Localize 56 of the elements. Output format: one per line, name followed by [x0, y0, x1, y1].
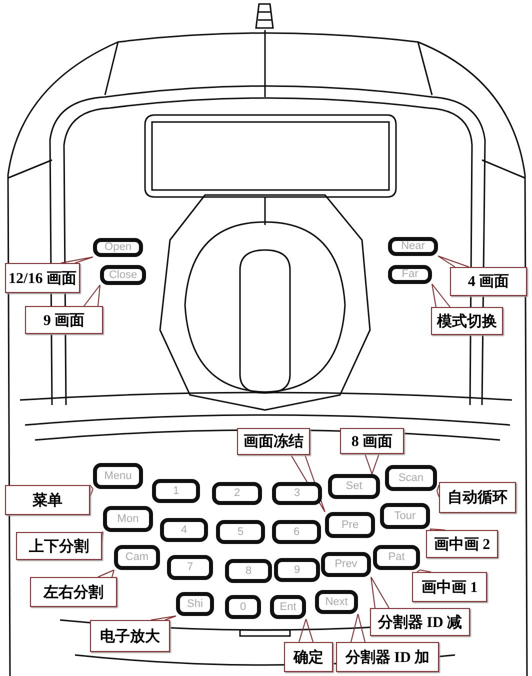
- keypad-key: 1: [152, 479, 200, 503]
- callout-box: 画中画 2: [426, 530, 498, 558]
- callout-box: 画中画 1: [412, 572, 487, 602]
- keypad-key: Next: [315, 590, 358, 614]
- callout-box: 9 画面: [25, 306, 103, 334]
- callout-box: 菜单: [5, 485, 90, 515]
- keypad-key: 5: [216, 520, 265, 544]
- keypad-key: 7: [167, 555, 213, 580]
- leader-line: [438, 256, 470, 268]
- keypad-key: Menu: [93, 463, 143, 489]
- keypad-key: Mon: [103, 506, 153, 532]
- keypad-key: 2: [212, 482, 262, 505]
- callout-box: 自动循环: [439, 482, 516, 513]
- leader-line: [436, 484, 440, 498]
- keypad-key: Pre: [325, 512, 375, 538]
- keypad-key: 9: [274, 558, 320, 582]
- keypad-key: 8: [225, 559, 272, 583]
- leader-line: [150, 616, 176, 620]
- keypad-key: Cam: [114, 545, 160, 570]
- keypad-key: 4: [160, 518, 208, 542]
- keypad-key: Far: [388, 265, 432, 284]
- keypad-key: Prev: [321, 552, 371, 577]
- keypad-key: 0: [225, 595, 261, 619]
- leader-line: [350, 614, 366, 642]
- leader-line: [430, 528, 446, 530]
- callout-box: 模式切换: [431, 307, 503, 335]
- callout-box: 上下分割: [16, 532, 102, 560]
- keypad-key: Open: [93, 238, 143, 257]
- leader-line: [298, 618, 314, 642]
- leader-line: [364, 454, 380, 474]
- leader-line: [98, 570, 114, 578]
- keypad-key: 6: [272, 520, 321, 544]
- keypad-key: Tour: [380, 503, 430, 529]
- keypad-key: 3: [272, 482, 322, 505]
- callout-box: 分割器 ID 减: [370, 608, 470, 636]
- callout-box: 12/16 画面: [5, 263, 80, 293]
- keypad-key: Scan: [385, 465, 437, 491]
- callout-box: 8 画面: [340, 428, 404, 454]
- keypad-key: Near: [388, 237, 438, 256]
- leader-line: [432, 284, 450, 308]
- callout-box: 画面冻结: [237, 428, 310, 455]
- callout-box: 确定: [284, 642, 333, 672]
- leader-line: [370, 576, 390, 608]
- keypad-key: Shi: [176, 592, 214, 616]
- leader-line: [416, 570, 432, 572]
- keypad-key: Close: [100, 265, 146, 285]
- leader-line: [84, 284, 100, 306]
- leader-line: [90, 484, 94, 498]
- callout-box: 分割器 ID 加: [336, 642, 439, 672]
- leader-line: [60, 256, 94, 264]
- keypad-key: Set: [328, 474, 380, 499]
- keypad-key: Ent: [270, 595, 306, 619]
- callout-box: 左右分割: [30, 577, 117, 607]
- keypad-key: Pat: [373, 545, 420, 570]
- callout-box: 4 画面: [450, 267, 527, 296]
- callout-box: 电子放大: [90, 620, 170, 652]
